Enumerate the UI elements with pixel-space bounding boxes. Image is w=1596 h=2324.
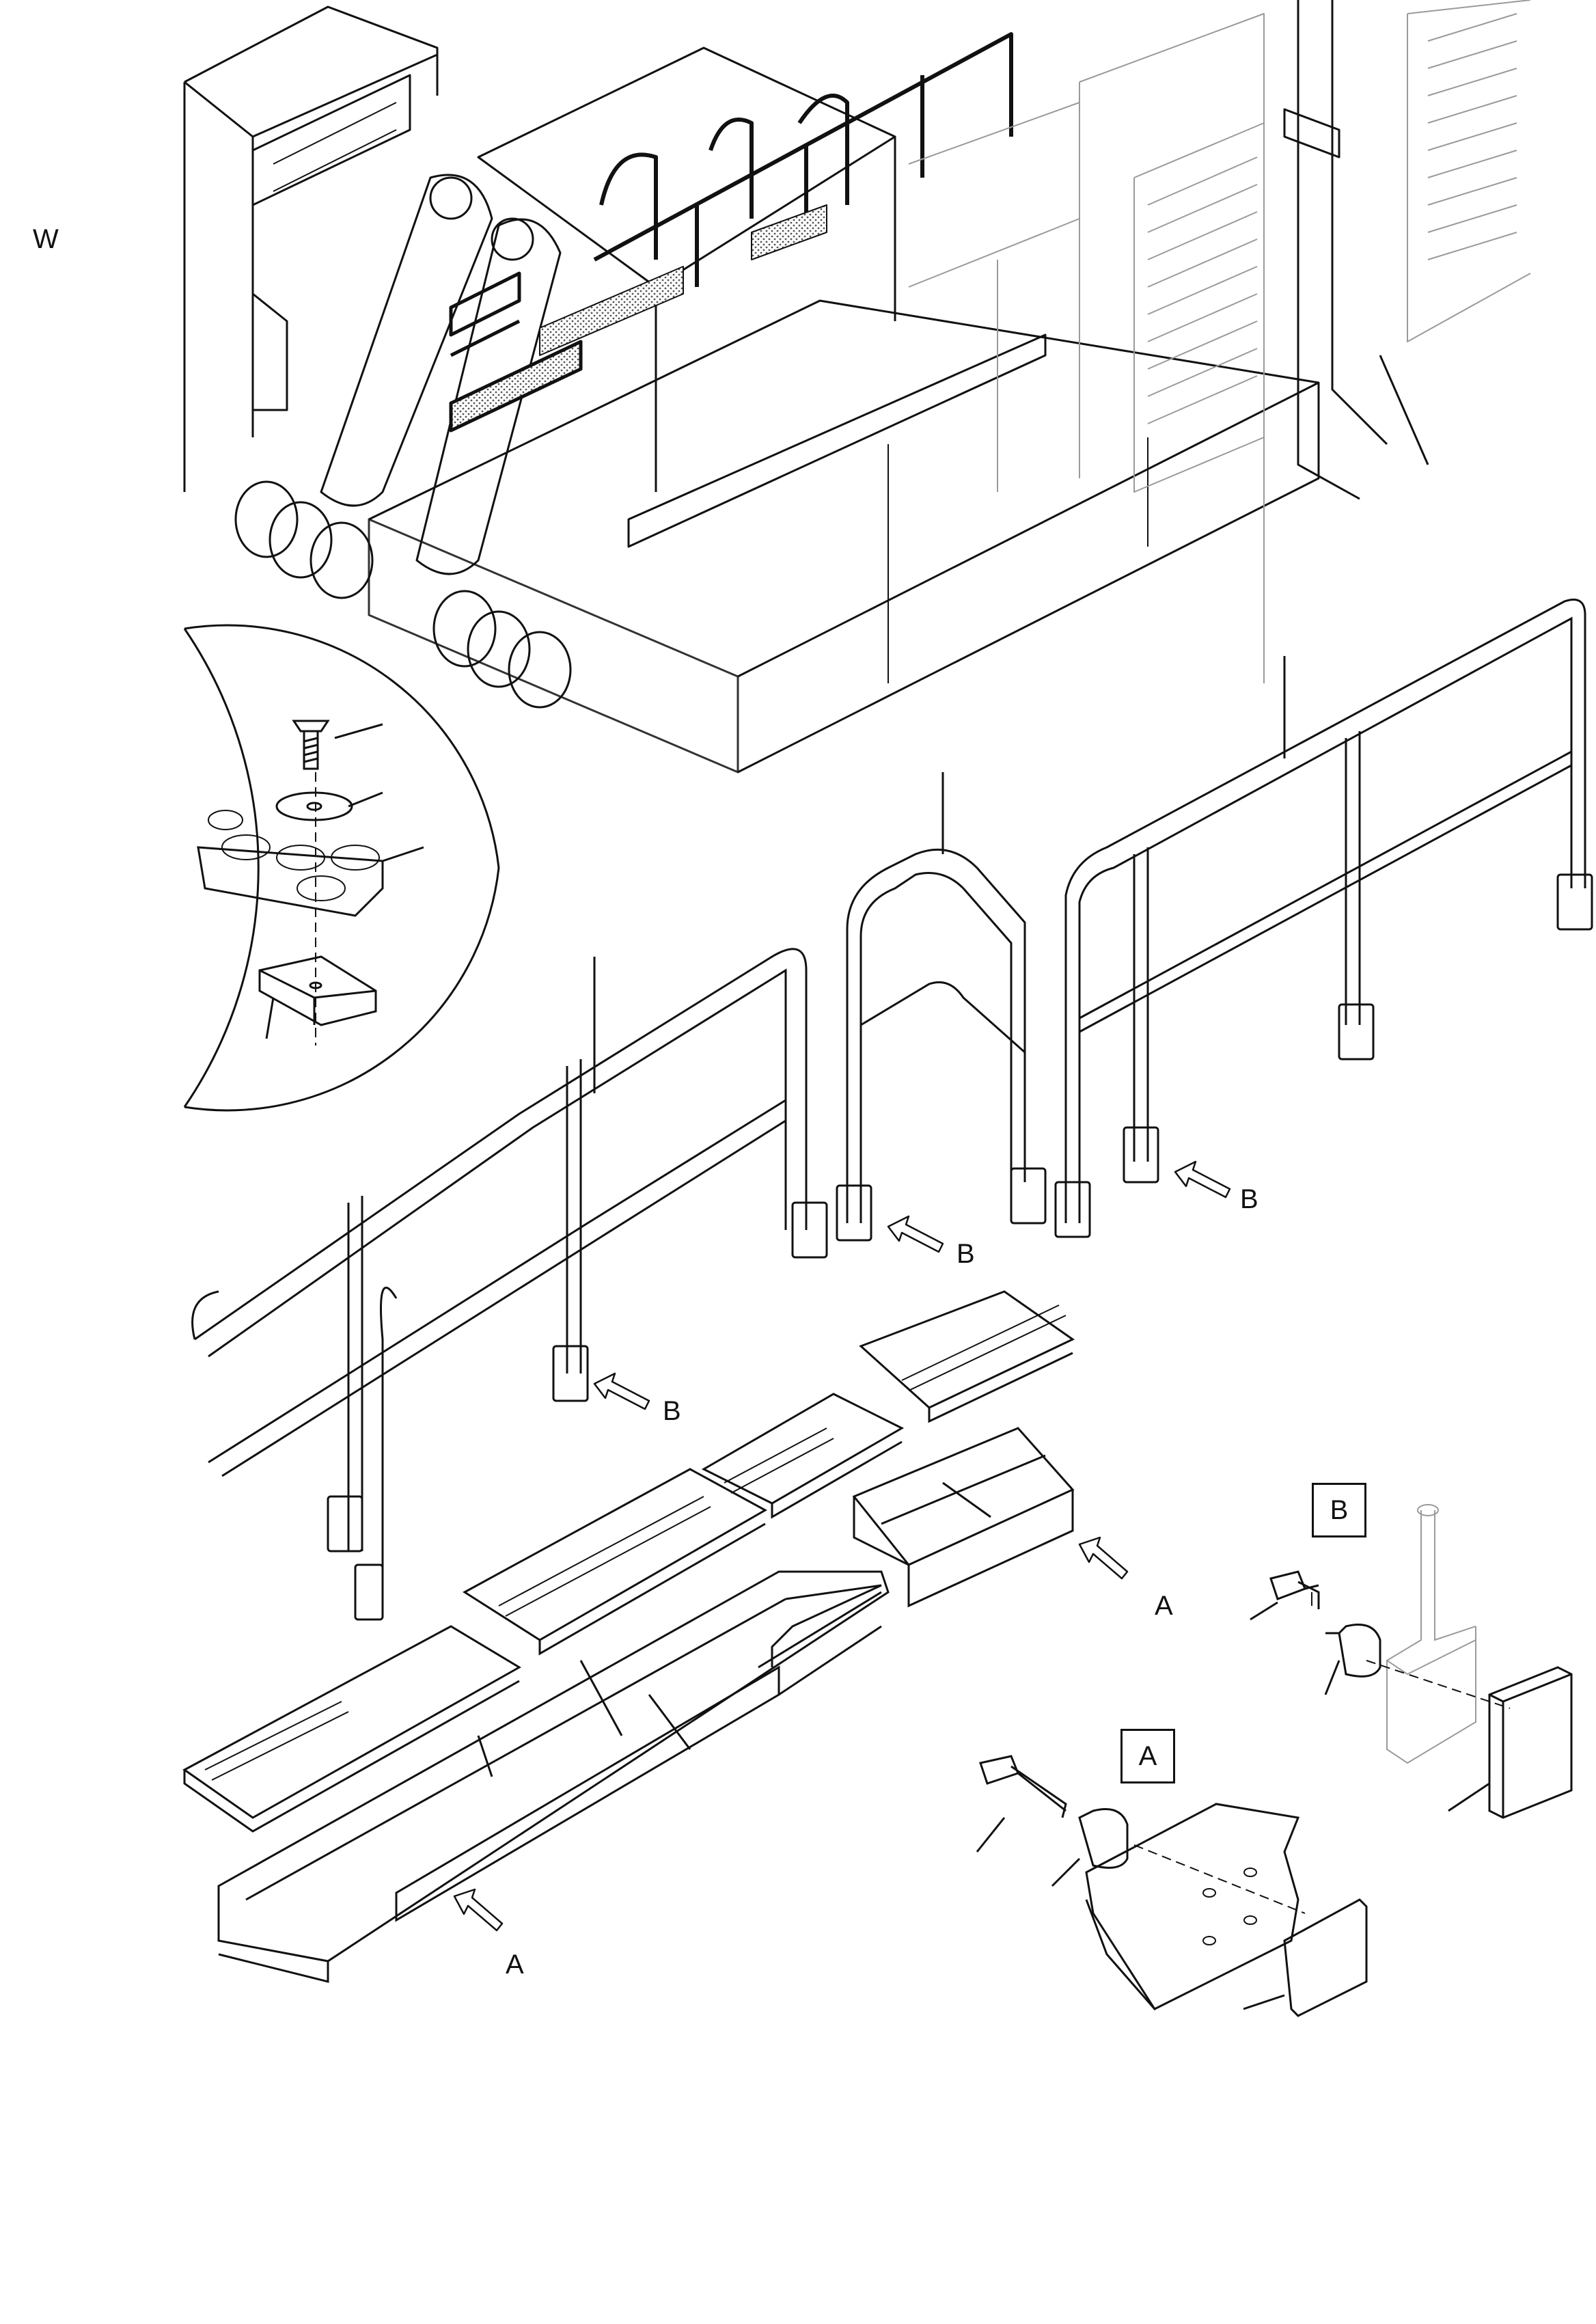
callout-label-a-1: A [1155, 1591, 1173, 1621]
handrail-right [1054, 599, 1593, 1238]
handrail-arch [846, 772, 1047, 1225]
detail-label-a: A [1120, 1729, 1175, 1783]
callout-arrows [453, 1160, 1231, 1932]
support-frames [217, 1427, 1075, 1983]
grating-panels [182, 1290, 1075, 1833]
callout-label-b-1: B [957, 1239, 975, 1269]
detail-label-b: B [1312, 1483, 1366, 1537]
detail-b-assembly [1250, 1504, 1573, 1819]
view-label-w: W [33, 224, 59, 254]
callout-label-b-2: B [1240, 1184, 1258, 1214]
detail-a-assembly [976, 1755, 1368, 2017]
handrail-long-left [191, 948, 872, 1621]
machine-overview [183, 0, 1531, 774]
callout-label-a-2: A [506, 1950, 524, 1980]
callout-label-b-3: B [663, 1396, 681, 1426]
detail-circle [183, 624, 500, 1112]
